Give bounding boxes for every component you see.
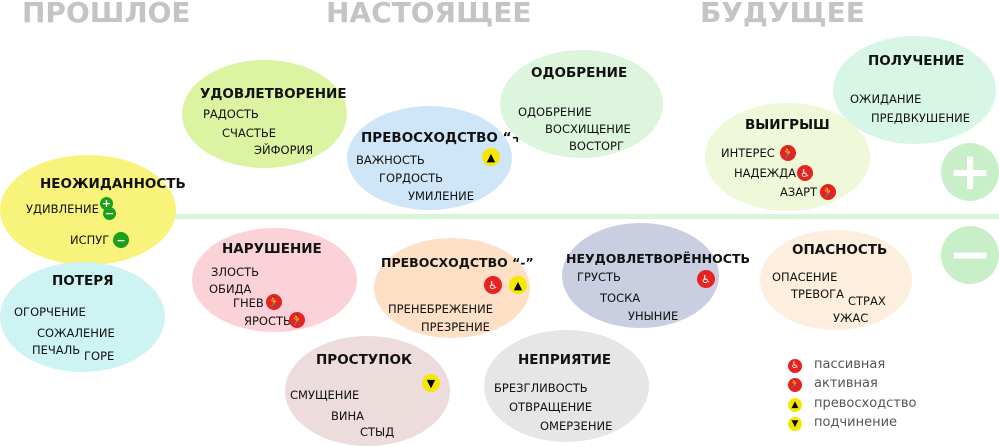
emotion: ПЕЧАЛЬ [32,343,81,357]
emotion: ИСПУГ [70,233,110,247]
arrow-up-icon: ▲ [788,398,802,412]
arrow-down-icon: ▼ [422,374,440,392]
emotion: АЗАРТ [780,185,818,199]
group-superiority-minus [374,238,530,338]
emotion: ИНТЕРЕС [721,146,775,160]
emotion: УНЫНИЕ [628,309,679,323]
emotion: ОМЕРЗЕНИЕ [540,419,613,433]
emotion: ГОРЕ [84,349,115,363]
group-title: ОПАСНОСТЬ [792,242,888,258]
passive-icon: ♿ [484,276,502,294]
group-satisfaction [182,60,347,168]
minus-icon: − [941,226,999,284]
group-approval [500,50,663,158]
group-misdeed [285,336,450,446]
emotion: ГОРДОСТЬ [379,171,443,185]
active-icon: 🏃 [780,145,796,161]
emotion: НАДЕЖДА [734,166,797,180]
emotion: ПРЕНЕБРЕЖЕНИЕ [388,302,494,316]
header-future: БУДУЩЕЕ [700,0,865,29]
group-title: УДОВЛЕТВОРЕНИЕ [200,86,347,102]
emotion: БРЕЗГЛИВОСТЬ [494,381,588,395]
group-title: ПОЛУЧЕНИЕ [868,53,965,69]
emotion: СМУЩЕНИЕ [290,388,360,402]
emotion: ОБИДА [209,282,252,296]
group-gain [833,36,996,144]
emotion: ВИНА [331,409,365,423]
passive-icon: ♿ [797,165,813,181]
emotion: УЖАС [833,311,869,325]
group-title: ПРЕВОСХОДСТВО “-” [381,255,534,270]
emotion: ГНЕВ [233,296,264,310]
group-title: НАРУШЕНИЕ [222,241,322,257]
emotion: ВОСТОРГ [569,139,624,153]
emotion: СТРАХ [848,294,886,308]
passive-icon: ♿ [788,359,802,373]
header-present: НАСТОЯЩЕЕ [326,0,532,29]
emotion: ОЖИДАНИЕ [850,92,922,106]
emotion: ВОСХИЩЕНИЕ [545,122,631,136]
emotion: ТОСКА [600,291,641,305]
minus-small-icon: − [113,232,129,248]
group-surprise [0,155,176,265]
arrow-up-icon: ▲ [482,148,500,166]
group-rejection [484,330,649,442]
group-title: ПОТЕРЯ [52,273,114,289]
legend-active: активная [814,376,878,391]
emotion: СТЫД [360,425,395,439]
legend-submission: подчинение [814,415,898,430]
group-loss [0,262,165,372]
arrow-up-icon: ▲ [509,276,527,294]
group-title: ВЫИГРЫШ [745,117,830,133]
active-icon: 🏃 [289,312,305,328]
minus-small-icon: − [103,207,116,220]
passive-icon: ♿ [697,270,715,288]
emotion: РАДОСТЬ [203,107,259,121]
emotion: ПРЕЗРЕНИЕ [421,320,490,334]
legend-passive: пассивная [814,357,886,372]
emotion: ОГОРЧЕНИЕ [14,305,86,319]
divider-line [175,214,999,219]
emotion: СЧАСТЬЕ [222,126,276,140]
emotion: ЗЛОСТЬ [211,265,260,279]
header-past: ПРОШЛОЕ [22,0,191,29]
group-title: НЕУДОВЛЕТВОРЁННОСТЬ [566,251,751,266]
group-title: ПРОСТУПОК [316,352,413,368]
emotion: ОДОБРЕНИЕ [518,105,592,119]
active-icon: 🏃 [788,378,802,392]
emotion: ЯРОСТЬ [244,314,291,328]
emotion: ТРЕВОГА [791,287,845,301]
group-violation [192,228,357,332]
group-danger [760,230,912,330]
active-icon: 🏃 [266,294,282,310]
active-icon: 🏃 [820,184,836,200]
emotion: СОЖАЛЕНИЕ [37,326,115,340]
legend-superiority: превосходство [814,396,917,411]
group-title: НЕПРИЯТИЕ [518,352,612,368]
emotion: ОПАСЕНИЕ [772,270,838,284]
plus-small-icon: + [100,197,113,210]
emotion: ГРУСТЬ [577,270,621,284]
emotion: УМИЛЕНИЕ [408,189,474,203]
emotion: ВАЖНОСТЬ [356,153,425,167]
plus-icon: + [941,143,999,201]
group-title: НЕОЖИДАННОСТЬ [40,176,186,192]
arrow-down-icon: ▼ [788,417,802,431]
emotion: УДИВЛЕНИЕ [26,202,99,216]
emotion: ПРЕДВКУШЕНИЕ [871,111,970,125]
group-title: ОДОБРЕНИЕ [531,65,628,81]
emotion: ЭЙФОРИЯ [254,143,314,157]
group-title: ПРЕВОСХОДСТВО “+” [361,130,532,146]
group-dissatisfaction [562,223,719,328]
emotion: ОТВРАЩЕНИЕ [509,400,593,414]
